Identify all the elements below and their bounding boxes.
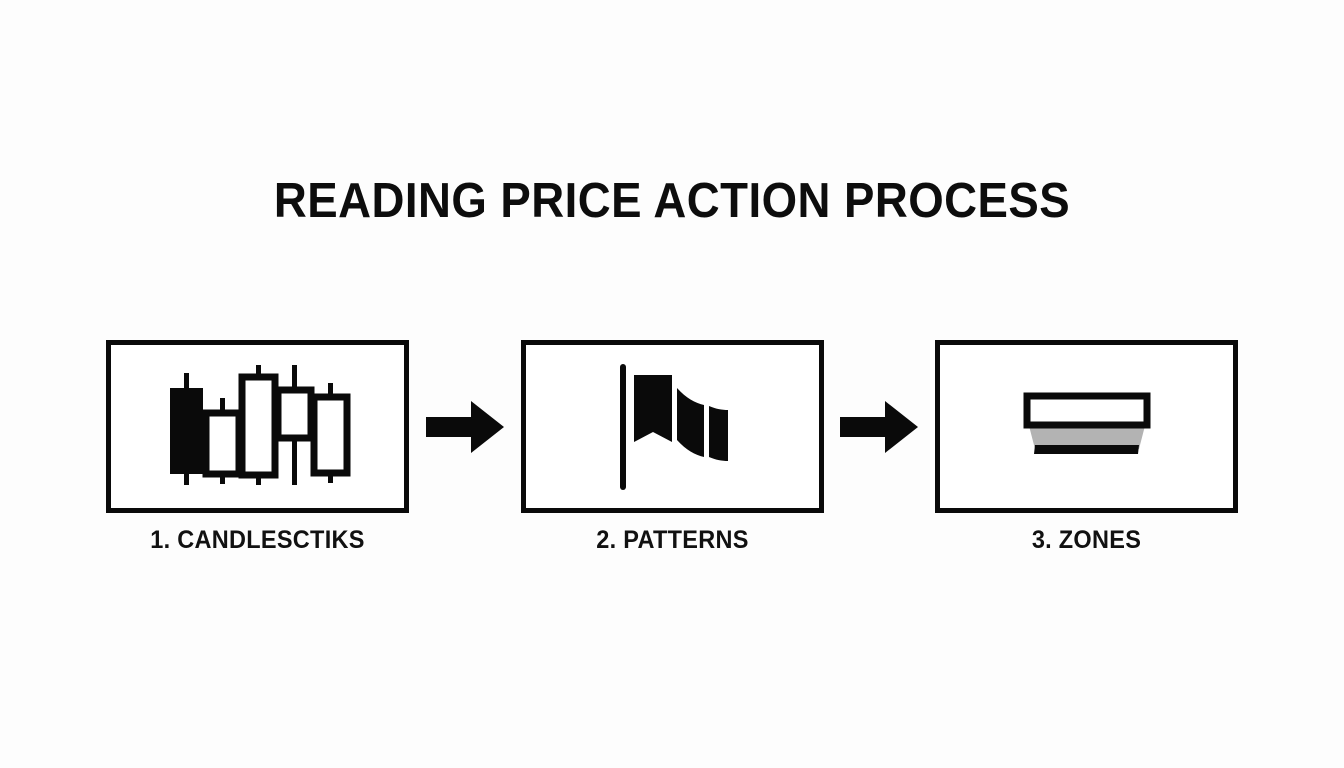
stage-zones-box[interactable] — [935, 340, 1238, 513]
stage-zones[interactable]: 3. ZONES — [935, 340, 1238, 554]
stage-zones-label: 3. ZONES — [1031, 526, 1142, 554]
supply-demand-zone-icon — [1023, 392, 1150, 454]
flag-icon — [620, 363, 728, 490]
process-flow: 1. CANDLESCTIKS 2. — [106, 340, 1238, 554]
arrow-right-icon-2 — [836, 399, 922, 455]
stage-candlesticks-label: 1. CANDLESCTIKS — [150, 526, 365, 554]
stage-patterns-label: 2. PATTERNS — [595, 526, 749, 554]
stage-patterns-box[interactable] — [520, 340, 824, 513]
candlestick-chart-icon — [169, 364, 350, 485]
arrow-right-icon-1 — [422, 399, 508, 455]
stage-candlesticks[interactable]: 1. CANDLESCTIKS — [106, 340, 409, 554]
stage-patterns[interactable]: 2. PATTERNS — [520, 340, 824, 554]
stage-candlesticks-box[interactable] — [106, 340, 409, 513]
page-title: READING PRICE ACTION PROCESS — [273, 173, 1071, 228]
